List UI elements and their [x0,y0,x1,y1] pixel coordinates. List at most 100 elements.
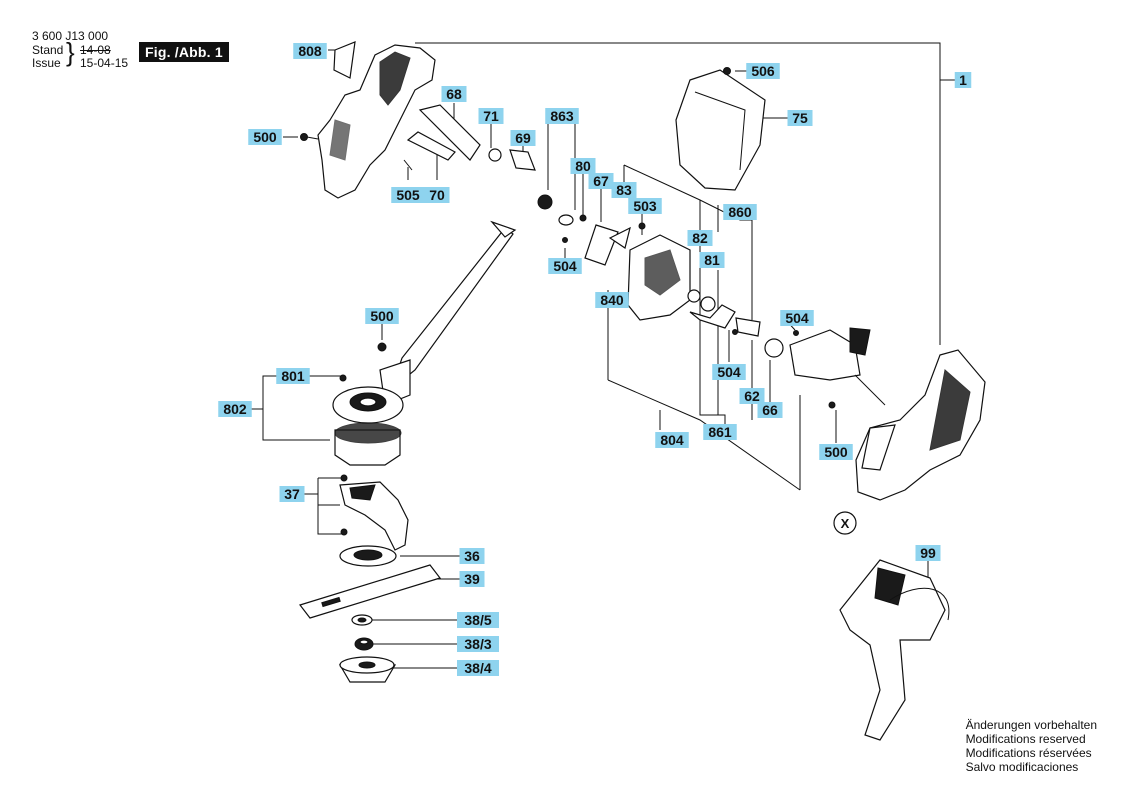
callout-number: 801 [281,368,305,384]
callout-500b: 500 [365,308,399,324]
callout-bg [391,187,425,203]
callout-bg [757,402,783,418]
callout-bg [545,108,579,124]
callout-37: 37 [279,486,305,502]
callout-number: 38/3 [464,636,491,652]
callout-808: 808 [293,43,327,59]
callout-number: 504 [785,310,809,326]
callout-number: 504 [553,258,577,274]
callout-bg [459,548,485,564]
callout-number: 500 [824,444,848,460]
callout-number: 861 [708,424,732,440]
callout-81: 81 [699,252,725,268]
cover-part [675,67,766,191]
callout-bg [780,310,814,326]
callout-bg [588,173,614,189]
callout-82: 82 [687,230,713,246]
callout-number: 840 [600,292,624,308]
callout-99: 99 [915,545,941,561]
callout-bg [915,545,941,561]
housing-left-part [317,41,436,199]
callout-bg [628,198,662,214]
callout-number: 38/5 [464,612,491,628]
figure-badge: Fig. /Abb. 1 [139,42,229,62]
callout-505: 505 [391,187,425,203]
callout-68: 68 [441,86,467,102]
callout-38-3: 38/3 [457,636,499,652]
footer-line-fr: Modifications réservées [965,746,1092,760]
callout-bg [723,204,757,220]
callout-number: 69 [515,130,531,146]
callout-69: 69 [510,130,536,146]
stand-label: Stand [32,43,64,57]
callout-number: 36 [464,548,480,564]
callout-number: 70 [429,187,445,203]
nut-part [354,637,374,651]
callout-number: 505 [396,187,420,203]
callout-500c: 500 [819,444,853,460]
switch-lever-part [403,104,536,171]
callout-860: 860 [723,204,757,220]
callout-number: 500 [253,129,277,145]
callout-bg [655,432,689,448]
callout-38-4: 38/4 [457,660,499,676]
callout-bg [279,486,305,502]
callout-bg [746,63,780,79]
disc-part [339,545,397,567]
washer-part [351,614,373,626]
callout-number: 38/4 [464,660,491,676]
callout-801: 801 [276,368,310,384]
callout-number: 75 [792,110,808,126]
callout-number: 68 [446,86,462,102]
callout-number: 39 [464,571,480,587]
callout-bg [954,72,972,88]
callout-number: 83 [616,182,632,198]
callout-bg [457,660,499,676]
callout-number: 504 [717,364,741,380]
callout-bg [595,292,629,308]
callout-804: 804 [655,432,689,448]
callout-bg [687,230,713,246]
callout-number: 808 [298,43,322,59]
motor-head-part [332,374,404,466]
footer-line-de: Änderungen vorbehalten [965,718,1097,732]
callout-506: 506 [746,63,780,79]
callout-861: 861 [703,424,737,440]
modifications-notice: Änderungen vorbehalten Modifications res… [966,718,1097,774]
callout-36: 36 [459,548,485,564]
callout-number: 1 [959,72,967,88]
gear-housing-part [537,194,886,409]
callout-bg [712,364,746,380]
leader-lines [248,42,958,669]
marker-x: X [833,511,857,535]
callout-bg [248,129,282,145]
callout-bg [819,444,853,460]
callout-number: 863 [550,108,574,124]
callout-bg [276,368,310,384]
callout-38-5: 38/5 [457,612,499,628]
callout-bg [510,130,536,146]
callout-bg [293,43,327,59]
callout-80: 80 [570,158,596,174]
callout-bg [787,110,813,126]
callout-802: 802 [218,401,252,417]
callout-70: 70 [424,187,450,203]
callout-bg [459,571,485,587]
callout-number: 62 [744,388,760,404]
part-number: 3 600 J13 000 [32,29,109,43]
callout-503: 503 [628,198,662,214]
callout-number: 506 [751,63,775,79]
callout-bg [218,401,252,417]
callout-number: 37 [284,486,300,502]
callout-66: 66 [757,402,783,418]
callout-bg [548,258,582,274]
cap-part [338,656,397,683]
callout-1: 1 [954,72,972,88]
callout-number: 802 [223,401,247,417]
stand-value: 14-08 [80,43,111,57]
callout-840: 840 [595,292,629,308]
callout-number: 66 [762,402,778,418]
callout-83: 83 [611,182,637,198]
callout-bg [739,388,765,404]
